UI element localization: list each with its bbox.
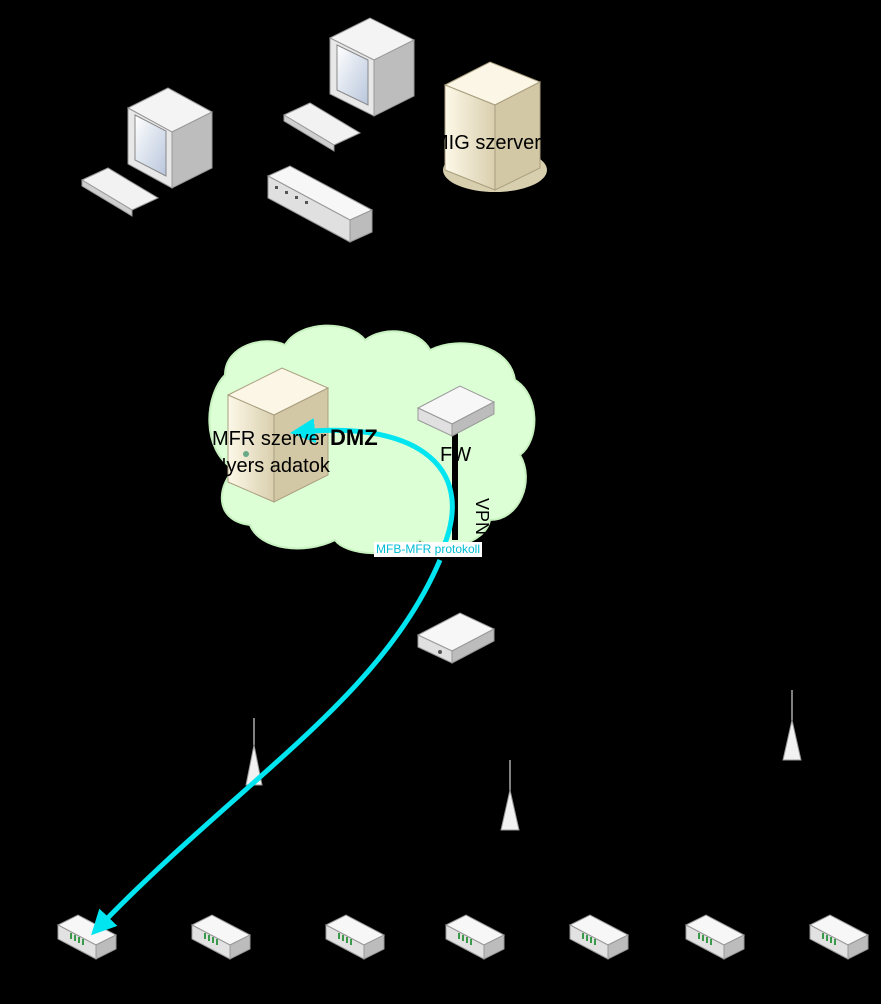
protocol-label: MFB-MFR protokoll xyxy=(374,542,483,557)
protocol-arrow xyxy=(91,559,443,936)
device-icon xyxy=(684,914,746,960)
device-label: VF xyxy=(692,967,718,989)
router-icon xyxy=(416,612,496,664)
device-icon xyxy=(568,914,630,960)
device-label: VF xyxy=(332,967,358,989)
router-icon xyxy=(416,385,496,437)
firewall-label: FW xyxy=(440,444,472,466)
antenna-icon xyxy=(500,760,520,831)
device-label: VF xyxy=(816,967,842,989)
antenna-icon xyxy=(782,690,802,761)
computer-icon xyxy=(328,17,416,117)
server-icon xyxy=(226,367,330,503)
keyboard-icon xyxy=(282,102,362,152)
device-icon xyxy=(324,914,386,960)
device-icon xyxy=(808,914,870,960)
vpn-label: VPN xyxy=(472,498,492,536)
device-label: VF xyxy=(452,967,478,989)
dmz-label: DMZ xyxy=(330,425,378,450)
apn-label: APN xyxy=(474,736,516,758)
device-label: VF xyxy=(64,967,90,989)
device-icon xyxy=(444,914,506,960)
device-icon xyxy=(56,914,118,960)
mig-server-label: MIG szerver xyxy=(432,132,541,154)
hub-icon xyxy=(266,165,374,243)
protocol-arrow xyxy=(290,418,455,557)
mobile-label: mobil xyxy=(464,702,512,724)
device-icon xyxy=(190,914,252,960)
mfr-server-label: MFR szerver xyxy=(212,428,327,450)
computer-icon xyxy=(126,87,214,189)
top-network-label: BAV intranet hálózat xyxy=(230,276,411,298)
raw-data-label: Nyers adatok xyxy=(212,455,330,477)
device-row xyxy=(56,914,870,960)
keyboard-icon xyxy=(80,167,160,217)
server-icon xyxy=(443,61,547,192)
device-label: VF xyxy=(576,967,602,989)
device-label: VF xyxy=(198,967,224,989)
